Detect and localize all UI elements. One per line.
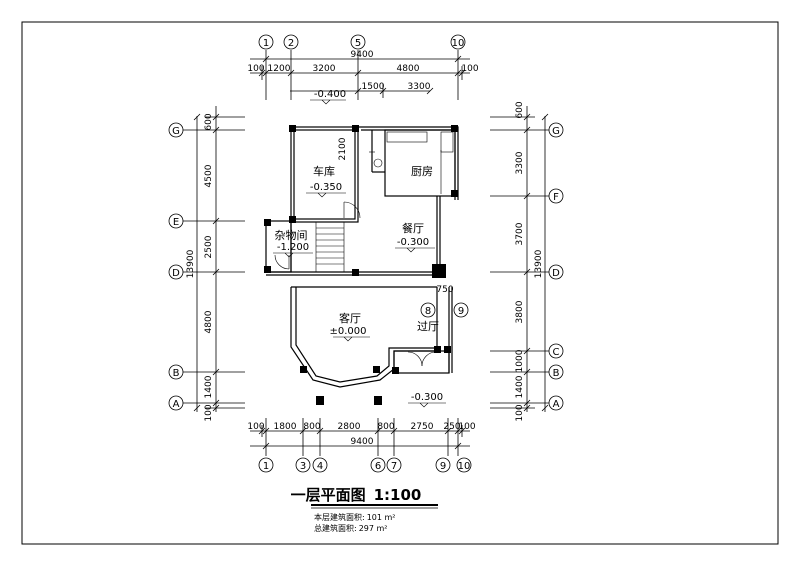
axis-bottom-10: 10: [458, 461, 471, 472]
axis-right-g: G: [552, 126, 560, 137]
right-dim-2: 3300: [515, 151, 525, 174]
room-label-hall: 过厅: [417, 320, 439, 333]
right-dim-3: 3700: [515, 222, 525, 245]
area-total: 总建筑面积:297 m²: [314, 523, 388, 533]
bottom-dim-7: 250: [443, 422, 460, 432]
elev-outside-bottom: -0.300: [411, 392, 443, 403]
right-dimensions: [490, 106, 552, 412]
top-dim-5: 100: [461, 64, 478, 74]
bottom-dim-5: 800: [377, 422, 394, 432]
elevation-markers: [273, 99, 446, 408]
axis-top-1: 1: [263, 38, 269, 49]
hall-dim: 750: [436, 285, 453, 295]
kitchen-dim: 2100: [338, 137, 348, 160]
kitchen-fixtures: [386, 131, 454, 194]
left-axis-bubbles: [168, 122, 184, 411]
left-dim-1: 600: [204, 113, 214, 130]
top-dim-3: 3200: [313, 64, 336, 74]
bottom-dimensions: [250, 418, 470, 456]
elev-living: ±0.000: [329, 326, 366, 337]
room-label-dining: 餐厅: [402, 221, 424, 235]
room-label-living: 客厅: [339, 311, 361, 325]
axis-bottom-4: 4: [317, 461, 323, 472]
axis-bottom-7: 7: [391, 461, 397, 472]
axis-right-d: D: [552, 268, 560, 279]
title-scale: 1:100: [374, 486, 422, 504]
axis-bottom-3: 3: [300, 461, 306, 472]
bottom-dim-1: 100: [247, 422, 264, 432]
left-dimensions: [180, 106, 245, 412]
right-dim-7: 100: [515, 404, 525, 421]
axis-inner-9: 9: [458, 306, 464, 317]
right-dim-1: 600: [515, 101, 525, 118]
axis-bottom-6: 6: [375, 461, 381, 472]
right-dim-5: 1000: [515, 349, 525, 372]
axis-top-10: 10: [452, 38, 465, 49]
axis-left-g: G: [172, 126, 180, 137]
inner-axis-bubbles: [420, 302, 469, 318]
top-dim-7: 3300: [408, 82, 431, 92]
bottom-total-dim: 9400: [351, 437, 374, 447]
top-dimensions: [250, 50, 470, 100]
area-total-label: 总建筑面积:: [314, 523, 357, 533]
bottom-dim-8: 100: [458, 422, 475, 432]
left-dim-5: 1400: [204, 375, 214, 398]
right-dim-4: 3800: [515, 300, 525, 323]
axis-top-5: 5: [355, 38, 361, 49]
columns: [264, 125, 458, 405]
area-floor: 本层建筑面积:101 m²: [314, 512, 396, 522]
top-dim-2: 1200: [268, 64, 291, 74]
elev-dining: -0.300: [397, 237, 429, 248]
bottom-dim-6: 2750: [411, 422, 434, 432]
axis-top-2: 2: [288, 38, 294, 49]
axis-right-f: F: [553, 192, 559, 203]
right-dim-6: 1400: [515, 375, 525, 398]
left-total-dim: 13900: [186, 249, 196, 278]
right-axis-bubbles: [548, 122, 564, 411]
bottom-dim-3: 800: [303, 422, 320, 432]
top-total-dim: 9400: [351, 50, 374, 60]
top-dim-6: 1500: [362, 82, 385, 92]
room-label-kitchen: 厨房: [411, 165, 433, 178]
top-dim-1: 100: [247, 64, 264, 74]
axis-right-a: A: [553, 399, 560, 410]
axis-left-a: A: [173, 399, 180, 410]
axis-inner-8: 8: [425, 306, 431, 317]
room-label-garage: 车库: [313, 164, 335, 178]
axis-right-b: B: [553, 368, 560, 379]
axis-bottom-9: 9: [440, 461, 446, 472]
axis-left-e: E: [173, 217, 179, 228]
room-label-storage: 杂物间: [275, 228, 308, 242]
left-dim-2: 4500: [204, 164, 214, 187]
elev-outside-top: -0.400: [314, 89, 346, 100]
bottom-axis-bubbles: [258, 457, 472, 473]
elev-storage: -1.200: [277, 242, 309, 253]
area-floor-value: 101 m²: [367, 513, 396, 522]
left-dim-6: 100: [204, 404, 214, 421]
left-dim-4: 4800: [204, 310, 214, 333]
left-dim-3: 2500: [204, 235, 214, 258]
drawing-frame: [21, 21, 779, 545]
area-total-value: 297 m²: [359, 524, 388, 533]
top-dim-4: 4800: [397, 64, 420, 74]
axis-right-c: C: [553, 347, 560, 358]
bottom-dim-4: 2800: [338, 422, 361, 432]
top-axis-bubbles: [258, 34, 466, 50]
title-text: 一层平面图: [291, 486, 366, 504]
axis-left-d: D: [172, 268, 180, 279]
bottom-dim-2: 1800: [274, 422, 297, 432]
right-total-dim: 13900: [534, 249, 544, 278]
axis-left-b: B: [173, 368, 180, 379]
drawing-title: 一层平面图 1:100: [291, 486, 422, 504]
axis-bottom-1: 1: [263, 461, 269, 472]
area-floor-label: 本层建筑面积:: [314, 512, 365, 522]
elev-garage: -0.350: [310, 182, 342, 193]
